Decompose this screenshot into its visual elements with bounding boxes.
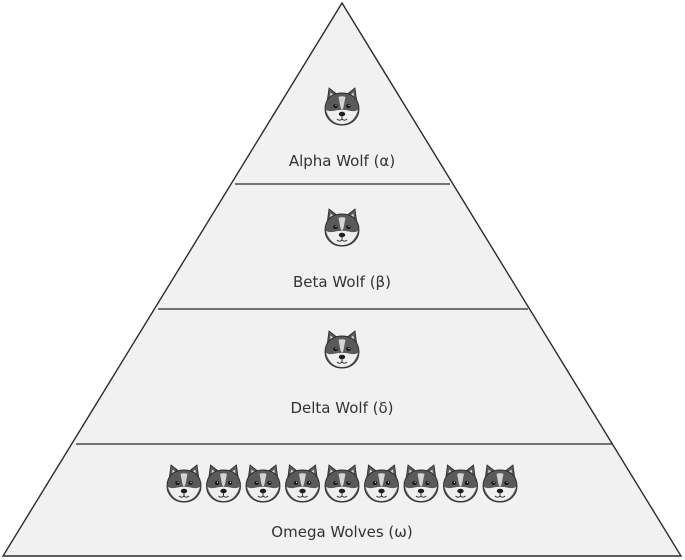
omega-wolf-icons: [166, 464, 518, 503]
wolf-face-icon: [403, 464, 439, 503]
wolf-face-icon: [324, 208, 360, 247]
tier-label-alpha: Alpha Wolf (α): [289, 152, 395, 170]
tier-label-beta: Beta Wolf (β): [293, 273, 391, 291]
wolf-face-icon: [324, 464, 360, 503]
wolf-face-icon: [324, 87, 360, 126]
tier-beta: Beta Wolf (β): [293, 208, 391, 291]
tier-label-omega: Omega Wolves (ω): [271, 523, 412, 541]
delta-wolf-icons: [324, 330, 360, 369]
wolf-face-icon: [324, 330, 360, 369]
tier-alpha: Alpha Wolf (α): [289, 87, 395, 170]
wolf-face-icon: [245, 464, 281, 503]
wolf-face-icon: [482, 464, 518, 503]
wolf-face-icon: [285, 464, 320, 503]
wolf-face-icon: [443, 464, 478, 503]
wolf-face-icon: [206, 464, 241, 503]
wolf-face-icon: [364, 464, 399, 503]
tier-omega: Omega Wolves (ω): [166, 464, 518, 541]
wolf-face-icon: [166, 464, 202, 503]
alpha-wolf-icons: [324, 87, 360, 126]
tier-label-delta: Delta Wolf (δ): [290, 399, 393, 417]
beta-wolf-icons: [324, 208, 360, 247]
tier-delta: Delta Wolf (δ): [290, 330, 394, 417]
